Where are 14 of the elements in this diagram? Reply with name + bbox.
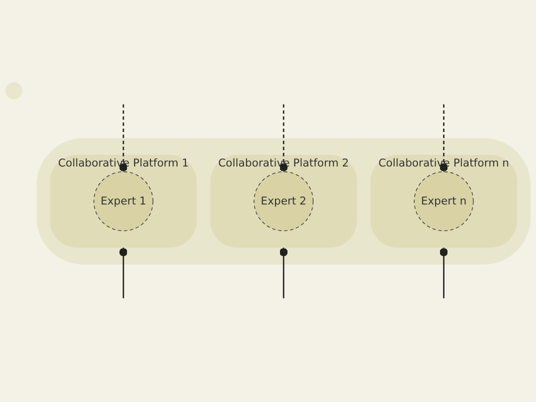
node-circle	[94, 171, 154, 231]
connector	[119, 247, 128, 298]
cluster	[210, 154, 357, 248]
connector	[280, 104, 288, 172]
connector	[119, 104, 128, 172]
connector	[440, 247, 448, 298]
cluster	[50, 154, 197, 248]
node-circle	[414, 171, 474, 231]
connector	[280, 247, 288, 298]
node-circle	[5, 82, 22, 100]
cluster	[36, 138, 531, 264]
node-circle	[254, 171, 314, 231]
cluster	[370, 154, 518, 248]
connector	[440, 104, 448, 172]
